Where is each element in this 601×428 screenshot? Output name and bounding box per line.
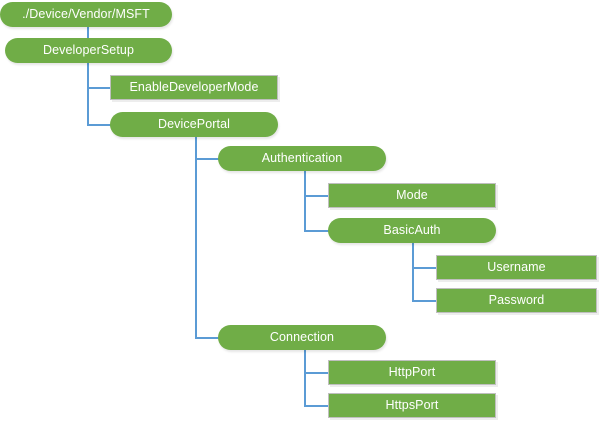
node-httpsport-label: HttpsPort <box>385 398 439 413</box>
node-developersetup[interactable]: DeveloperSetup <box>5 38 172 63</box>
node-authentication-label: Authentication <box>261 151 343 166</box>
connector-connection-to-httpport <box>304 372 329 374</box>
connector-authentication-trunk <box>304 170 306 231</box>
node-mode-label: Mode <box>396 188 428 203</box>
node-deviceportal-label: DevicePortal <box>157 117 231 132</box>
node-connection[interactable]: Connection <box>218 325 386 350</box>
node-httpport-label: HttpPort <box>388 365 436 380</box>
node-username[interactable]: Username <box>436 255 597 280</box>
node-httpport[interactable]: HttpPort <box>328 360 496 385</box>
node-httpsport[interactable]: HttpsPort <box>328 393 496 418</box>
node-connection-label: Connection <box>269 330 335 345</box>
node-authentication[interactable]: Authentication <box>218 146 386 171</box>
connector-deviceportal-to-connection <box>195 337 222 339</box>
connector-basicauth-to-username <box>412 267 437 269</box>
node-enabledevelopermode-label: EnableDeveloperMode <box>129 80 259 95</box>
node-enabledevelopermode[interactable]: EnableDeveloperMode <box>110 75 278 100</box>
node-password-label: Password <box>488 293 545 308</box>
connector-developersetup-trunk <box>87 63 89 125</box>
node-deviceportal[interactable]: DevicePortal <box>110 112 278 137</box>
connector-deviceportal-to-authentication <box>195 158 222 160</box>
node-username-label: Username <box>487 260 546 275</box>
node-mode[interactable]: Mode <box>328 183 496 208</box>
connector-developersetup-to-deviceportal <box>87 124 113 126</box>
node-root-label: ./Device/Vendor/MSFT <box>22 7 150 22</box>
connector-connection-trunk <box>304 350 306 406</box>
connector-basicauth-trunk <box>412 242 414 301</box>
connector-connection-to-httpsport <box>304 405 329 407</box>
node-basicauth-label: BasicAuth <box>383 223 441 238</box>
node-password[interactable]: Password <box>436 288 597 313</box>
node-developersetup-label: DeveloperSetup <box>42 43 135 58</box>
node-basicauth[interactable]: BasicAuth <box>328 218 496 243</box>
connector-deviceportal-trunk <box>195 136 197 338</box>
connector-authentication-to-basicauth <box>304 230 330 232</box>
connector-developersetup-to-enabledevelopermode <box>87 87 111 89</box>
connector-basicauth-to-password <box>412 300 437 302</box>
connector-root-to-developersetup <box>87 26 89 39</box>
node-root[interactable]: ./Device/Vendor/MSFT <box>0 2 172 27</box>
connector-authentication-to-mode <box>304 195 329 197</box>
